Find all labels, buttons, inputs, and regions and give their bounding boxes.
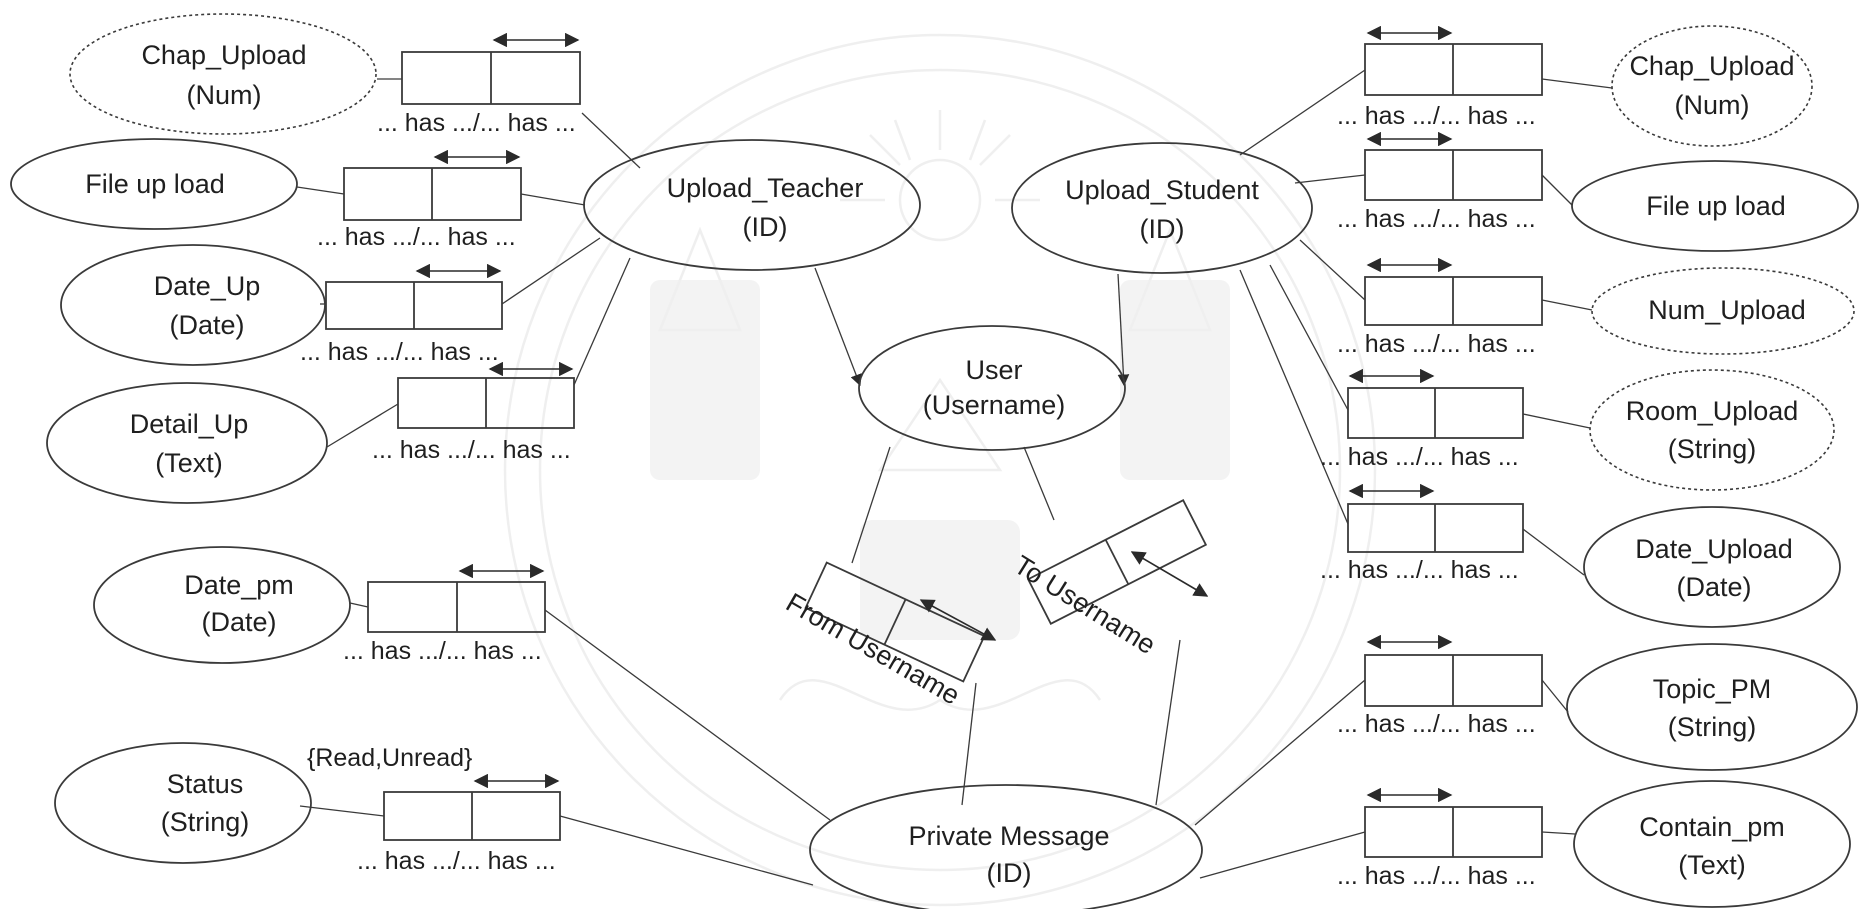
attribute-pm-date: Date_pm (Date) (93, 546, 351, 664)
rel-label: ... has .../... has ... (357, 847, 556, 875)
rel-student-date-upload (1347, 503, 1524, 553)
attribute-type: (Text) (155, 448, 223, 478)
attribute-name: Detail_Up (130, 409, 249, 439)
attribute-teacher-date-up: Date_Up (Date) (60, 244, 326, 366)
rel-label: ... has .../... has ... (343, 637, 542, 665)
rel-pm-status (383, 791, 561, 841)
attribute-type: (Date) (201, 607, 276, 637)
attribute-name: Date_Up (154, 271, 261, 301)
rel-teacher-file-upload (343, 167, 522, 221)
rel-label: ... has .../... has ... (1320, 556, 1519, 584)
rel-teacher-chap-upload (401, 51, 581, 105)
attribute-type: (String) (161, 807, 250, 837)
entity-key: (ID) (987, 858, 1032, 888)
attribute-name: Date_pm (184, 570, 294, 600)
status-values-label: {Read,Unread} (307, 744, 472, 772)
attribute-pm-status: Status (String) (54, 742, 312, 864)
entity-user: User (Username) (858, 325, 1126, 451)
rel-label: ... has .../... has ... (317, 223, 516, 251)
attribute-student-num-upload: Num_Upload (1591, 267, 1855, 355)
attribute-student-date-upload: Date_Upload (Date) (1583, 506, 1841, 628)
rel-label: ... has .../... has ... (372, 436, 571, 464)
entity-name: User (965, 355, 1022, 385)
rel-label: ... has .../... has ... (1337, 205, 1536, 233)
attribute-name: Room_Upload (1626, 396, 1799, 426)
attribute-teacher-file-upload: File up load (10, 138, 298, 230)
attribute-name: File up load (85, 169, 225, 199)
attribute-name: File up load (1646, 191, 1786, 221)
entity-upload-teacher: Upload_Teacher (ID) (583, 139, 921, 271)
rel-label: ... has .../... has ... (377, 109, 576, 137)
rel-pm-topic (1364, 654, 1543, 707)
cardinality-arrows (415, 25, 1453, 803)
attribute-student-chap-upload: Chap_Upload (Num) (1611, 25, 1813, 147)
attribute-name: Topic_PM (1653, 674, 1772, 704)
attribute-student-room-upload: Room_Upload (String) (1589, 369, 1835, 491)
attribute-type: (Text) (1678, 850, 1746, 880)
rel-student-num-upload (1364, 276, 1543, 326)
entity-name: Private Message (908, 821, 1109, 851)
relationship-labels: ... has .../... has ... ... has .../... … (300, 102, 1536, 890)
rel-label: ... has .../... has ... (1337, 710, 1536, 738)
attribute-name: Date_Upload (1635, 534, 1793, 564)
rel-student-chap-upload (1364, 43, 1543, 96)
connectors (296, 69, 1613, 886)
rel-teacher-detail-up (397, 377, 575, 429)
rel-to-username (1026, 499, 1208, 625)
entity-key: (ID) (743, 212, 788, 242)
rel-label: ... has .../... has ... (1337, 102, 1536, 130)
attribute-type: (Date) (169, 310, 244, 340)
entity-key: (ID) (1140, 214, 1185, 244)
watermark-seal (503, 33, 1377, 907)
entity-key: (Username) (923, 390, 1066, 420)
attribute-name: Status (167, 769, 244, 799)
attribute-type: (Num) (187, 80, 262, 110)
attribute-teacher-chap-upload: Chap_Upload (Num) (69, 13, 377, 135)
rel-from-username (804, 561, 986, 683)
attribute-name: Contain_pm (1639, 812, 1785, 842)
role-to-username: To Username (1009, 550, 1161, 661)
rel-label: ... has .../... has ... (300, 338, 499, 366)
entity-name: Upload_Teacher (667, 173, 864, 203)
relationship-boxes (325, 43, 1543, 858)
attribute-name: Num_Upload (1648, 295, 1806, 325)
rel-label: ... has .../... has ... (1337, 330, 1536, 358)
attribute-type: (Num) (1675, 90, 1750, 120)
attribute-student-file-upload: File up load (1571, 160, 1859, 252)
attribute-teacher-detail-up: Detail_Up (Text) (46, 382, 328, 504)
entity-name: Upload_Student (1065, 175, 1259, 205)
attribute-name: Chap_Upload (1629, 51, 1794, 81)
rel-teacher-date-up (325, 281, 503, 330)
rel-student-file-upload (1364, 149, 1543, 201)
rel-student-room-upload (1347, 387, 1524, 439)
entity-upload-student: Upload_Student (ID) (1011, 142, 1313, 274)
entity-private-message: Private Message (ID) (809, 784, 1203, 909)
attribute-type: (Date) (1676, 572, 1751, 602)
attribute-type: (String) (1668, 434, 1757, 464)
attribute-name: Chap_Upload (141, 40, 306, 70)
rel-label: ... has .../... has ... (1337, 862, 1536, 890)
attribute-pm-topic: Topic_PM (String) (1566, 643, 1858, 771)
attribute-type: (String) (1668, 712, 1757, 742)
rel-pm-date (367, 581, 546, 633)
rel-label: ... has .../... has ... (1320, 443, 1519, 471)
rel-pm-contain (1364, 806, 1543, 858)
attribute-pm-contain: Contain_pm (Text) (1573, 780, 1851, 908)
